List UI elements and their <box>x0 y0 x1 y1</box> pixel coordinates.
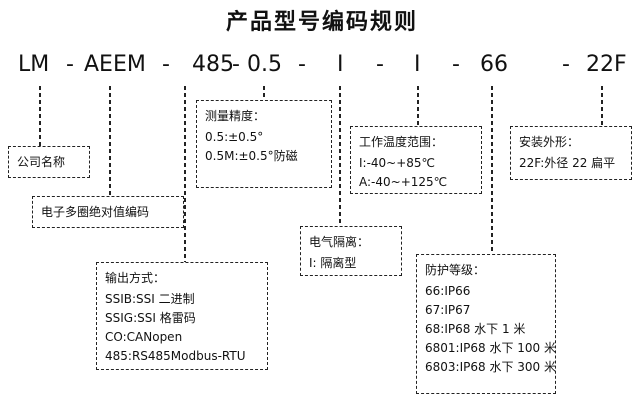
code-segment-temperature: I <box>414 52 421 77</box>
temperature-range-box: 工作温度范围： I:-40~+85℃ A:-40~+125℃ <box>350 126 482 194</box>
code-segment-0-5: 0.5 <box>247 52 282 77</box>
protection-level-item: 66:IP66 <box>425 284 471 298</box>
code-separator: - <box>162 52 170 77</box>
encoder-type-label: 电子多圈绝对值编码 <box>41 205 150 219</box>
protection-level-item: 6803:IP68 水下 300 米 <box>425 360 556 374</box>
protection-level-box: 防护等级： 66:IP66 67:IP67 68:IP68 水下 1 米 680… <box>416 254 556 394</box>
temperature-range-title: 工作温度范围： <box>359 135 444 149</box>
protection-level-title: 防护等级： <box>425 263 486 277</box>
protection-level-item: 68:IP68 水下 1 米 <box>425 322 526 336</box>
code-separator: - <box>66 52 74 77</box>
code-segment-aeem: AEEM <box>84 52 146 77</box>
code-segment-isolation: I <box>337 52 344 77</box>
precision-item: 0.5:±0.5° <box>205 130 264 144</box>
output-mode-title: 输出方式： <box>105 271 166 285</box>
isolation-item: I: 隔离型 <box>309 256 357 270</box>
precision-item: 0.5M:±0.5°防磁 <box>205 149 298 163</box>
company-name-label: 公司名称 <box>17 155 66 169</box>
company-name-box: 公司名称 <box>8 146 90 178</box>
output-mode-item: CO:CANopen <box>105 330 183 344</box>
precision-title: 测量精度： <box>205 109 266 123</box>
protection-level-item: 67:IP67 <box>425 303 471 317</box>
diagram-title: 产品型号编码规则 <box>225 10 418 35</box>
installation-shape-box: 安装外形： 22F:外径 22 扁平 <box>510 126 632 180</box>
output-mode-item: SSIG:SSI 格雷码 <box>105 311 196 325</box>
code-separator: - <box>232 52 240 77</box>
installation-shape-item: 22F:外径 22 扁平 <box>519 156 616 170</box>
code-segment-485: 485 <box>192 52 234 77</box>
code-segment-22f: 22F <box>586 52 627 77</box>
code-separator: - <box>376 52 384 77</box>
code-separator: - <box>298 52 306 77</box>
precision-box: 测量精度： 0.5:±0.5° 0.5M:±0.5°防磁 <box>196 100 332 188</box>
installation-shape-title: 安装外形： <box>519 135 580 149</box>
temperature-range-item: I:-40~+85℃ <box>359 156 436 170</box>
code-separator: - <box>452 52 460 77</box>
encoder-type-box: 电子多圈绝对值编码 <box>32 196 184 228</box>
output-mode-item: SSIB:SSI 二进制 <box>105 292 195 306</box>
output-mode-box: 输出方式： SSIB:SSI 二进制 SSIG:SSI 格雷码 CO:CANop… <box>96 262 268 370</box>
temperature-range-item: A:-40~+125℃ <box>359 175 448 189</box>
output-mode-item: 485:RS485Modbus-RTU <box>105 349 246 363</box>
code-segment-66: 66 <box>480 52 508 77</box>
isolation-box: 电气隔离： I: 隔离型 <box>300 226 402 276</box>
code-separator: - <box>562 52 570 77</box>
code-segment-lm: LM <box>18 52 50 77</box>
isolation-title: 电气隔离： <box>309 235 370 249</box>
protection-level-item: 6801:IP68 水下 100 米 <box>425 341 556 355</box>
